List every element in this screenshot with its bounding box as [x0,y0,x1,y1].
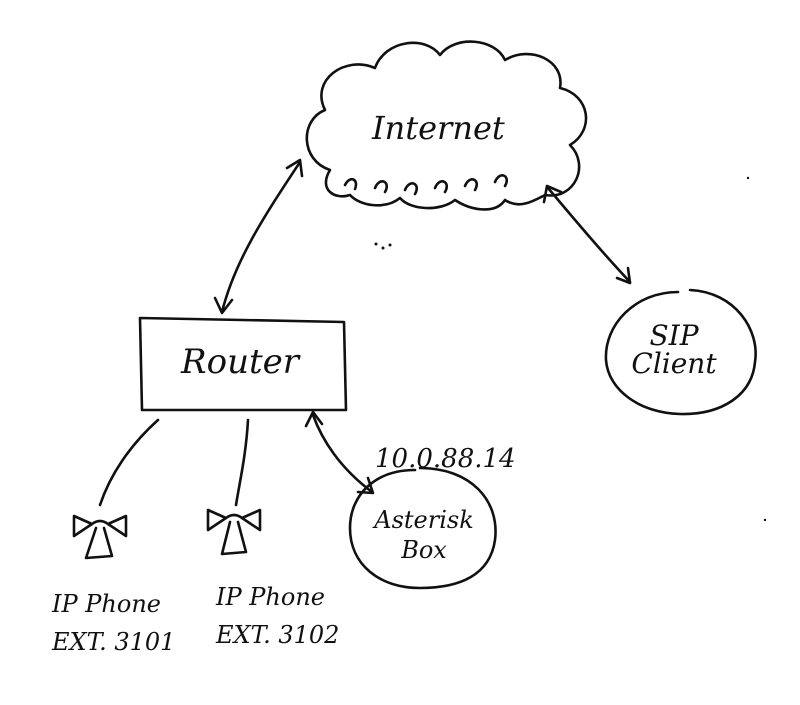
phone2-label: IP Phone EXT. 3102 [216,585,339,661]
line-router-phone2 [234,418,250,507]
asterisk-line1: Asterisk [374,506,474,534]
phone2-line2: EXT. 3102 [216,621,340,649]
line-router-phone1 [98,418,160,507]
stray-dot [746,176,750,180]
asterisk-label: Asterisk Box [370,508,478,568]
router-label: Router [181,342,300,382]
sip-client-line1: SIP [649,319,699,352]
asterisk-ellipse [348,466,497,590]
internet-label: Internet [372,109,505,147]
cloud-loops [343,174,508,196]
stray-dot [374,242,378,246]
arrow-router-asterisk [304,410,375,495]
phone1-label: IP Phone EXT. 3101 [52,592,175,668]
phone1-line1: IP Phone [52,590,161,618]
stray-dot [388,243,392,247]
phone-icon [206,508,262,556]
internet-cloud [305,40,588,211]
sip-client-label: SIP Client [624,322,724,378]
phone-icon [72,514,128,560]
router-box [138,316,348,412]
asterisk-line2: Box [401,536,447,564]
asterisk-ip-label: 10.0.88.14 [375,444,516,474]
arrow-internet-sip [542,184,632,285]
sip-client-line2: Client [631,347,717,380]
stray-dot [763,518,767,522]
arrow-router-internet [213,158,304,315]
stray-dot [381,246,385,250]
cloud-icon [305,40,588,211]
phone1-line2: EXT. 3101 [52,628,176,656]
sip-client-circle [604,288,757,416]
phone2-line1: IP Phone [216,583,325,611]
